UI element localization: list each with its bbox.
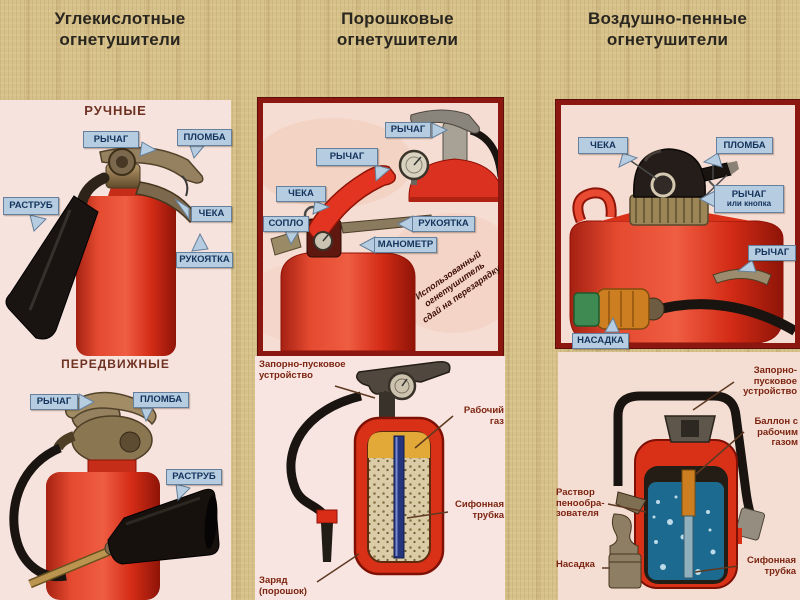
co2-manual-tag-pin: ЧЕКА	[191, 206, 232, 222]
co2-manual-tag-seal: ПЛОМБА	[177, 129, 232, 146]
foam-cutaway-label-valve: Запорно-пусковое устройство	[743, 365, 797, 398]
powder-tag-gauge: МАНОМЕТР	[374, 237, 437, 253]
powder-cutaway-label-gas: Рабочий газ	[463, 405, 504, 427]
co2-mobile-tag-seal: ПЛОМБА	[133, 392, 189, 408]
powder-tag-handle: РУКОЯТКА	[412, 216, 475, 232]
co2-manual-tag-handle: РУКОЯТКА	[176, 252, 233, 268]
powder-tag-lever-small: РЫЧАГ	[385, 122, 431, 138]
powder-cutaway-label-charge: Заряд (порошок)	[259, 575, 307, 597]
foam-cutaway-illustration	[602, 381, 766, 589]
header-co2: Углекислотные огнетушители	[10, 8, 230, 50]
co2-mobile-illustration	[9, 391, 220, 600]
powder-tag-pin: ЧЕКА	[276, 186, 326, 202]
foam-tag-seal: ПЛОМБА	[716, 137, 773, 154]
header-foam-line2: огнетушители	[606, 30, 729, 49]
powder-cutaway-label-valve: Запорно-пусковое устройство	[259, 359, 346, 381]
foam-tag-pin: ЧЕКА	[578, 137, 628, 154]
foam-cutaway-label-solution: Раствор пенообра-зователя	[556, 487, 605, 520]
foam-tag-nozzle: НАСАДКА	[572, 333, 629, 349]
header-co2-line1: Углекислотные	[54, 9, 186, 28]
powder-cutaway-label-siphon: Сифонная трубка	[455, 499, 504, 521]
header-powder-line2: огнетушители	[336, 30, 459, 49]
foam-cutaway-label-nozzle: Насадка	[556, 559, 595, 570]
powder-cutaway-illustration	[286, 360, 454, 583]
co2-mobile-tag-horn: РАСТРУБ	[166, 469, 222, 485]
foam-tag-lever: РЫЧАГ	[748, 245, 796, 261]
header-powder-line1: Порошковые	[341, 9, 454, 28]
foam-cutaway-label-siphon: Сифонная трубка	[747, 555, 796, 577]
co2-mobile-title: ПЕРЕДВИЖНЫЕ	[61, 357, 170, 371]
header-powder: Порошковые огнетушители	[300, 8, 495, 50]
co2-manual-title: РУЧНЫЕ	[84, 103, 147, 118]
header-co2-line2: огнетушители	[59, 30, 181, 49]
foam-tag-lever-or-button: РЫЧАГ или кнопка	[714, 185, 784, 213]
powder-tag-lever: РЫЧАГ	[316, 148, 378, 166]
powder-tag-nozzle: СОПЛО	[263, 216, 309, 232]
co2-manual-tag-lever: РЫЧАГ	[83, 131, 139, 148]
foam-external-illustration	[569, 148, 795, 343]
co2-manual-tag-horn: РАСТРУБ	[3, 197, 59, 215]
header-foam-line1: Воздушно-пенные	[587, 9, 748, 28]
foam-cutaway-label-gas-cylinder: Баллон с рабочим газом	[754, 416, 798, 449]
co2-mobile-tag-lever: РЫЧАГ	[30, 394, 78, 410]
header-foam: Воздушно-пенные огнетушители	[560, 8, 775, 50]
